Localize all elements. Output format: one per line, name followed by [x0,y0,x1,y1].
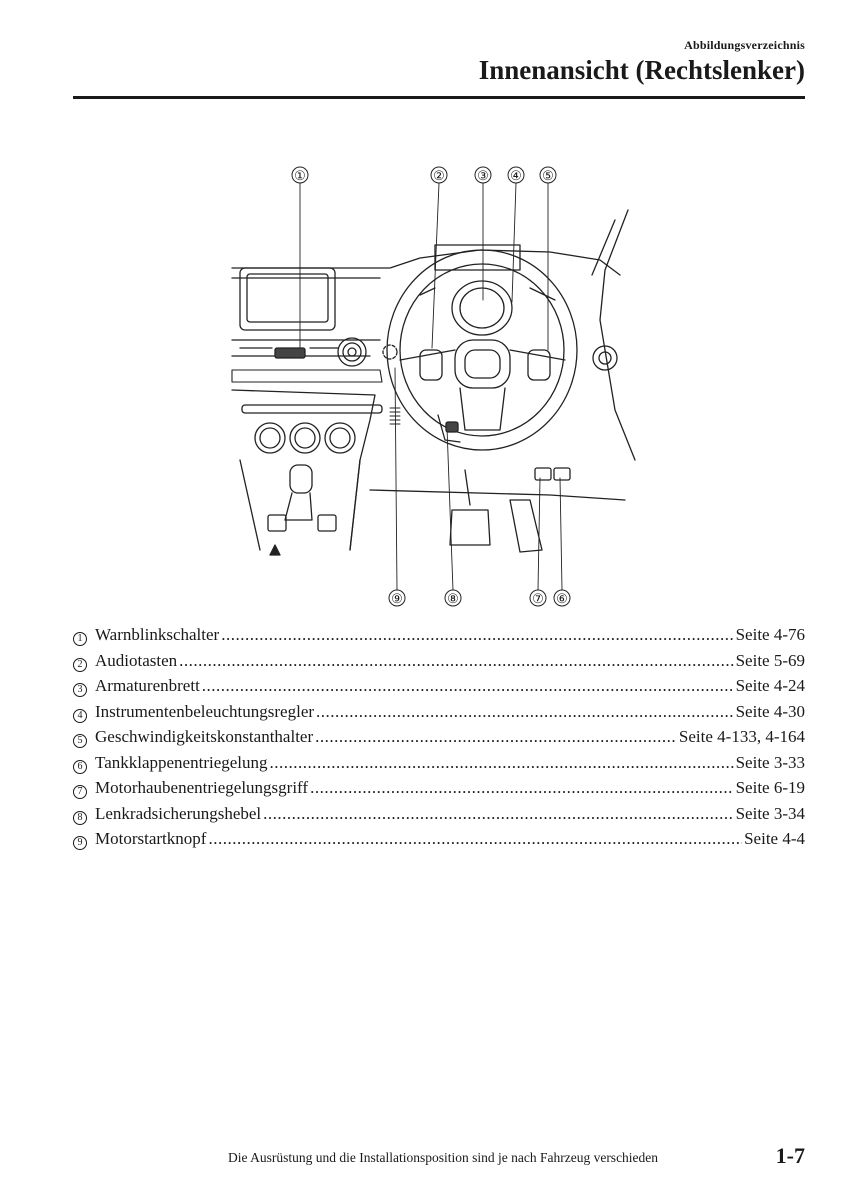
item-label: Lenkradsicherungshebel [95,803,262,823]
callout-8: ⑧ [444,589,462,607]
callout-2: ② [430,166,448,184]
list-item: 1 Warnblinkschalter Seite 4-76 [73,622,805,648]
list-item: 6 Tankklappenentriegelung Seite 3-33 [73,750,805,776]
steering-wheel [382,244,578,451]
callout-5: ⑤ [539,166,557,184]
callout-5-label: ⑤ [542,169,554,184]
list-item: 3 Armaturenbrett Seite 4-24 [73,673,805,699]
page-reference: Seite 5-69 [735,650,805,670]
item-number-marker: 2 [73,657,87,672]
footwell [389,407,571,553]
item-number-marker: 5 [73,734,87,748]
footer-note: Die Ausrüstung und die Installationsposi… [228,1150,659,1165]
page-reference: Seite 3-34 [735,803,805,823]
callout-8-label: ⑧ [447,592,459,607]
page-reference: Seite 3-33 [735,752,805,772]
item-label: Warnblinkschalter [95,625,220,644]
item-label: Tankklappenentriegelung [95,752,268,772]
dot-leader [208,826,742,852]
dot-leader [315,724,677,750]
item-label: Audiotasten [95,650,178,670]
item-number-marker: 4 [73,708,87,723]
item-label: Motorstartknopf [95,829,207,848]
callout-3: ③ [474,166,492,184]
callout-6: ⑥ [553,589,571,607]
callout-3-label: ③ [477,169,489,184]
dot-leader [263,801,733,827]
callout-1-label: ① [294,169,306,184]
item-number-marker: 6 [73,759,87,774]
item-number-marker: 7 [73,785,87,799]
item-number-marker: 8 [73,810,87,825]
dashboard [231,209,636,556]
dot-leader [179,648,733,674]
callout-9-label: ⑨ [391,592,403,607]
dot-leader [221,622,733,648]
dot-leader [270,750,734,776]
list-item: 5 Geschwindigkeitskonstanthalter Seite 4… [73,724,805,750]
list-item: 7 Motorhaubenentriegelungsgriff Seite 6-… [73,775,805,801]
leader-lines [299,182,563,591]
callout-7-label: ⑦ [532,592,544,607]
legend-list: 1 Warnblinkschalter Seite 4-76 2 Audiota… [73,622,805,852]
callouts-bottom: ⑨ ⑧ ⑦ ⑥ [388,589,571,607]
callouts-top: ① ② ③ ④ ⑤ [291,166,557,184]
item-label: Geschwindigkeitskonstanthalter [95,727,314,746]
callout-2-label: ② [433,169,445,184]
callout-9: ⑨ [388,589,406,607]
dot-leader [316,699,734,725]
callout-6-label: ⑥ [556,592,568,607]
page-reference: Seite 4-133, 4-164 [678,727,805,746]
page-reference: Seite 4-24 [735,676,805,695]
list-item: 4 Instrumentenbeleuchtungsregler Seite 4… [73,699,805,725]
page-reference: Seite 4-4 [744,829,805,848]
list-item: 2 Audiotasten Seite 5-69 [73,648,805,674]
page-title: Innenansicht (Rechtslenker) [478,55,805,85]
page-reference: Seite 4-30 [735,701,805,721]
interior-illustration: ① ② ③ ④ ⑤ ⑨ ⑧ ⑦ ⑥ [220,160,640,610]
item-number-marker: 9 [73,836,87,850]
callout-1: ① [291,166,309,184]
callout-4-label: ④ [510,169,522,184]
callout-7: ⑦ [529,589,547,607]
item-label: Motorhaubenentriegelungsgriff [95,778,309,797]
callout-4: ④ [507,166,525,184]
page-reference: Seite 6-19 [735,778,805,797]
page-number: 1-7 [775,1143,805,1168]
list-item: 8 Lenkradsicherungshebel Seite 3-34 [73,801,805,827]
item-number-marker: 1 [73,632,87,646]
dot-leader [310,775,734,801]
item-label: Armaturenbrett [95,676,200,695]
item-number-marker: 3 [73,683,87,697]
list-item: 9 Motorstartknopf Seite 4-4 [73,826,805,852]
item-label: Instrumentenbeleuchtungsregler [95,701,315,721]
dot-leader [202,673,734,699]
page-reference: Seite 4-76 [735,625,805,644]
section-label: Abbildungsverzeichnis [684,38,805,52]
title-rule [73,96,805,99]
